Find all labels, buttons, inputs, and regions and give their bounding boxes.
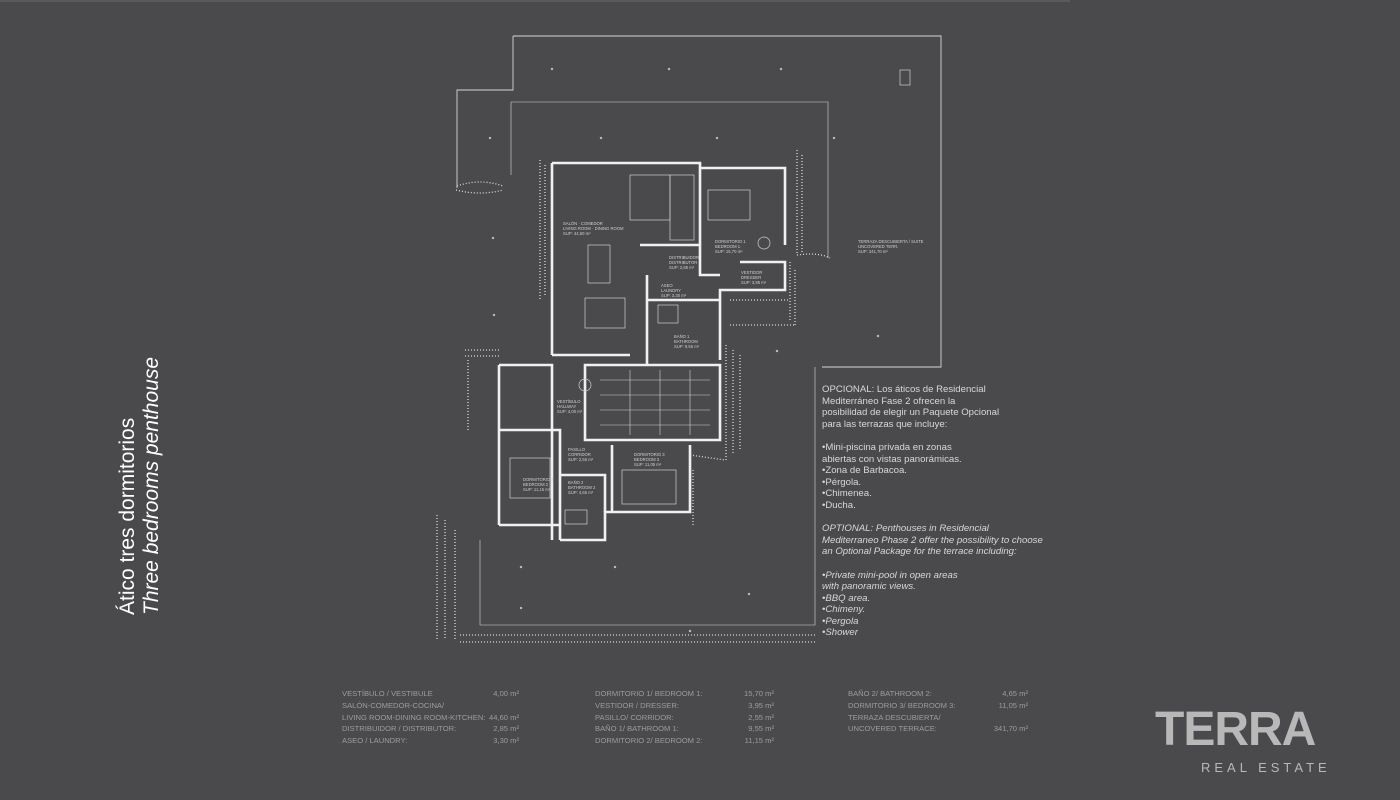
opt-es-item: •Pérgola. [822, 476, 862, 488]
opt-en-line: OPTIONAL: Penthouses in Residencial [822, 523, 989, 535]
bed-1 [707, 189, 751, 221]
area-row: VESTIDOR / DRESSER:3,95 m² [595, 700, 774, 710]
opt-es-item: •Mini-piscina privada en zonas [822, 441, 952, 453]
area-row: BAÑO 2/ BATHROOM 2:4,65 m² [848, 689, 1028, 698]
area-row: PASILLO/ CORRIDOR:2,55 m² [595, 712, 774, 722]
terrace-lower-outline [479, 367, 816, 626]
opt-en-item: •Shower [822, 627, 858, 639]
area-table-col3: BAÑO 2/ BATHROOM 2:4,65 m² DORMITORIO 3/… [848, 688, 1028, 735]
area-row: UNCOVERED TERRACE:341,70 m² [848, 724, 1028, 734]
logo-main-text: TERRA [1155, 703, 1316, 756]
opt-es-item: abiertas con vistas panorámicas. [822, 453, 962, 465]
logo-sub-text: REAL ESTATE [1201, 760, 1331, 775]
terra-logo: TERRA REAL ESTATE [1155, 703, 1380, 776]
opt-es-line: posibilidad de elegir un Paquete Opciona… [822, 407, 1000, 419]
terrace-markers [488, 67, 880, 633]
sofa-shape [629, 174, 671, 221]
bath-unit-2 [564, 509, 588, 525]
opt-es-item: •Chimenea. [822, 488, 872, 500]
terrace-outline-left [456, 36, 514, 188]
planter-hatching [436, 150, 831, 643]
furniture [509, 69, 911, 525]
area-row: DORMITORIO 1/ BEDROOM 1:15,70 m² [595, 689, 774, 698]
terrace-outline-outer [513, 35, 942, 368]
area-table-col2: DORMITORIO 1/ BEDROOM 1:15,70 m² VESTIDO… [595, 688, 774, 747]
opt-en-item: •Private mini-pool in open areas [822, 569, 958, 581]
kitchen-island [584, 297, 626, 329]
optional-package-text: OPCIONAL: Los áticos de Residencial Medi… [822, 384, 1052, 639]
opt-es-line: OPCIONAL: Los áticos de Residencial [822, 384, 986, 395]
opt-es-item: •Zona de Barbacoa. [822, 465, 907, 477]
bath-unit-1 [657, 304, 679, 324]
opt-en-item: •Pergola [822, 615, 859, 627]
interior-walls [497, 161, 787, 542]
opt-es-item: •Ducha. [822, 499, 856, 511]
area-row: DORMITORIO 3/ BEDROOM 3:11,05 m² [848, 700, 1028, 710]
area-row: DISTRIBUIDOR / DISTRIBUTOR:2,85 m² [342, 724, 519, 734]
top-divider-line [0, 0, 1070, 2]
bed-3 [621, 469, 677, 505]
opt-es-line: Mediterráneo Fase 2 ofrecen la [822, 395, 956, 407]
area-row: LIVING ROOM-DINING ROOM-KITCHEN:44,60 m² [342, 712, 519, 722]
opt-en-line: Mediterraneo Phase 2 offer the possibili… [822, 534, 1043, 546]
area-row: TERRAZA DESCUBIERTA/ [848, 712, 941, 722]
door-swing [578, 378, 592, 392]
terrace-grill [899, 69, 911, 86]
area-row: SALÓN-COMEDOR-COCINA/ [342, 700, 445, 710]
opt-en-item: •Chimeny. [822, 604, 866, 616]
area-row: ASEO / LAUNDRY:3,30 m² [342, 736, 519, 746]
sofa-arm [669, 174, 695, 241]
opt-es-line: para las terrazas que incluye: [822, 418, 948, 430]
opt-en-item: •BBQ area. [822, 592, 871, 604]
area-row: BAÑO 1/ BATHROOM 1:9,55 m² [595, 724, 774, 734]
opt-en-line: an Optional Package for the terrace incl… [822, 546, 1017, 558]
dining-table [587, 244, 611, 284]
terrace-outline-inner [511, 101, 829, 258]
opt-en-item: with panoramic views. [822, 581, 916, 593]
staircase [600, 370, 710, 435]
bed-2 [509, 457, 551, 499]
area-row: DORMITORIO 2/ BEDROOM 2:11,15 m² [595, 736, 774, 746]
chair-round [757, 236, 771, 250]
